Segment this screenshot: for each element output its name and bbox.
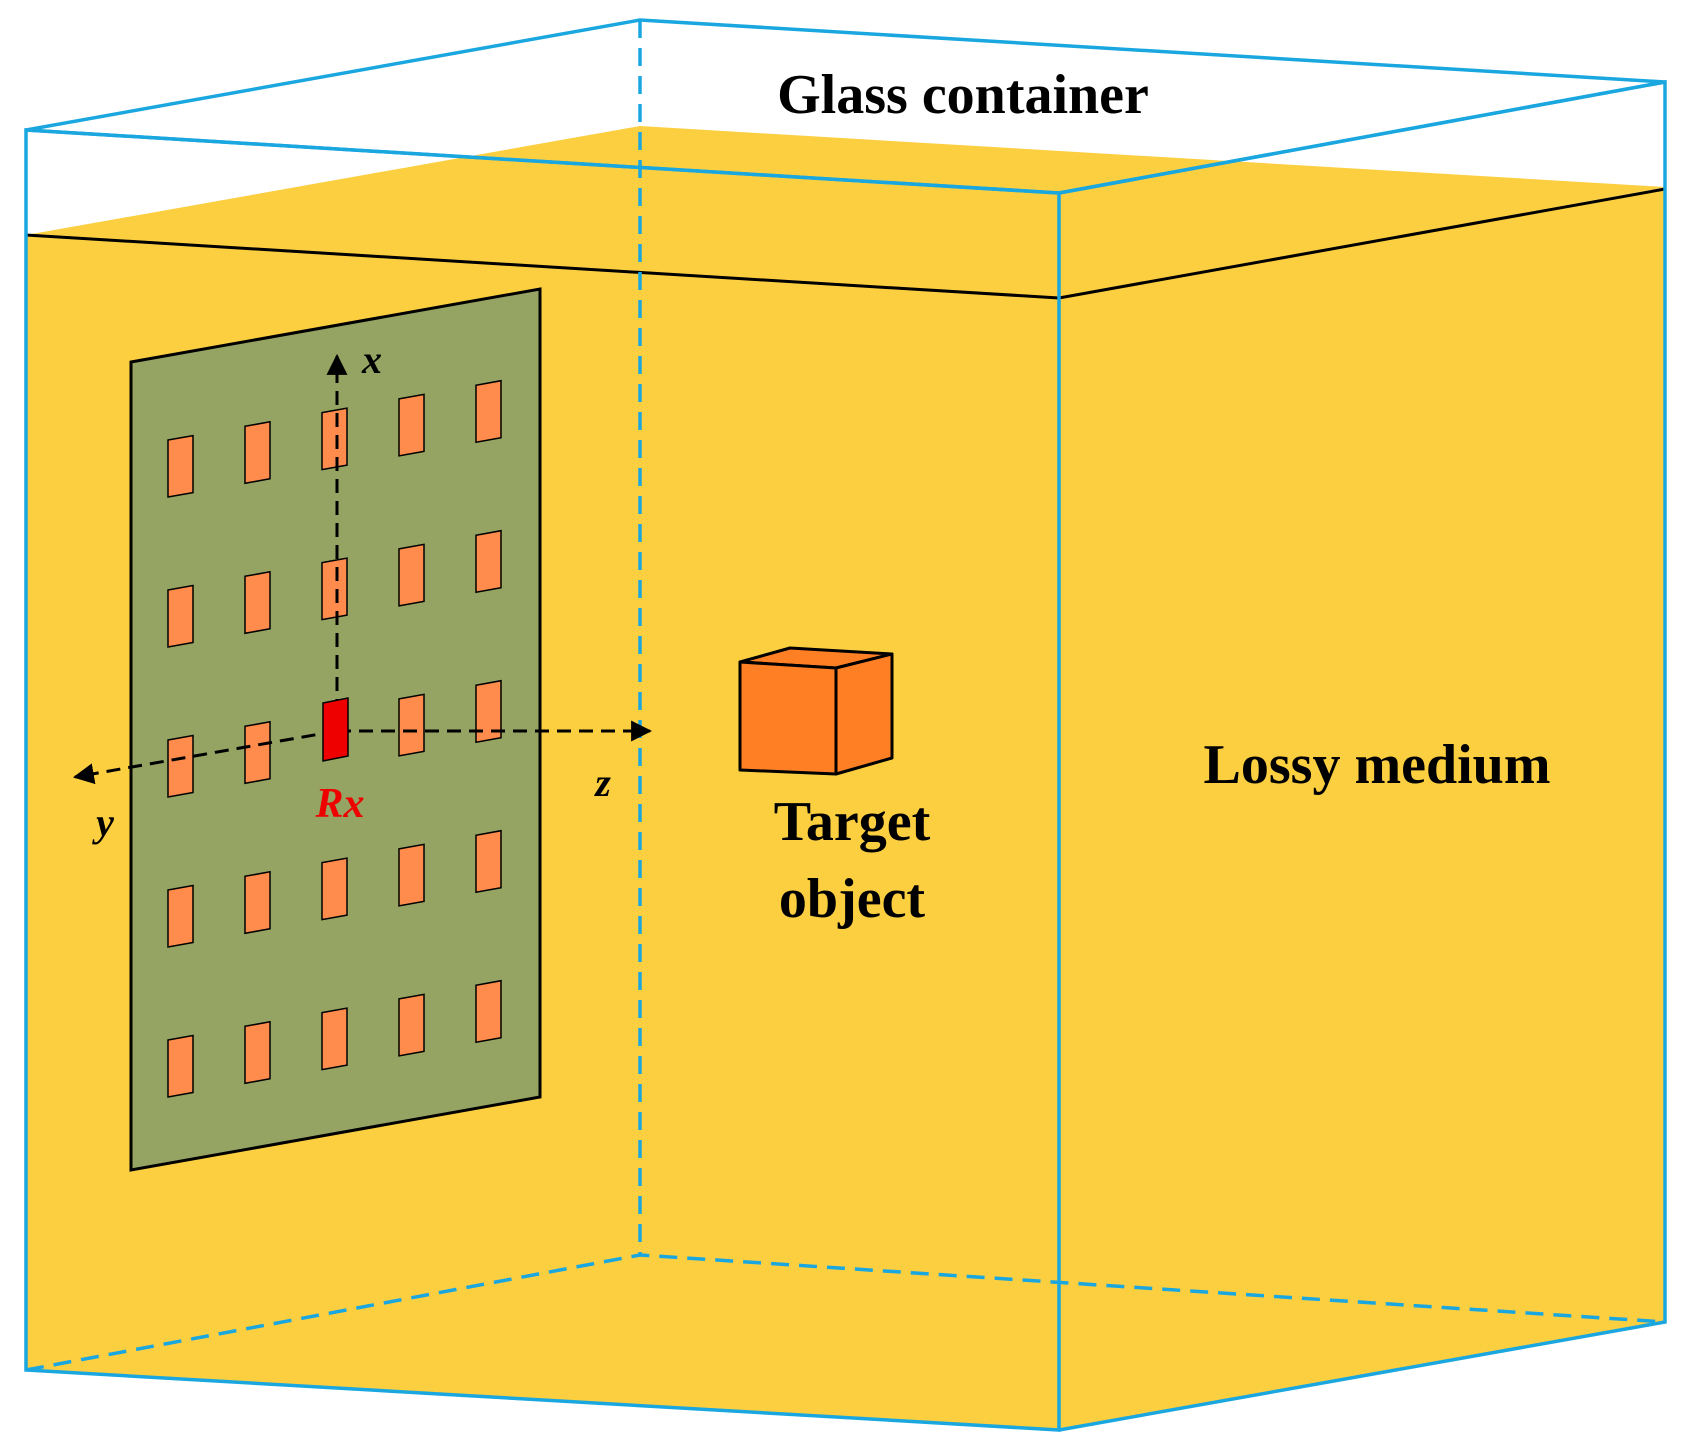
z-axis-label: z <box>593 760 611 805</box>
antenna-element <box>321 857 348 921</box>
cube-front <box>738 660 838 776</box>
antenna-element <box>244 420 271 485</box>
array-elements <box>167 379 502 1098</box>
antenna-element <box>475 529 502 594</box>
medium-right-face <box>1059 187 1665 1430</box>
antenna-element <box>475 679 502 744</box>
cube-side <box>834 652 894 776</box>
antenna-element <box>398 693 425 757</box>
container-back-bottom-edges <box>25 1253 1666 1372</box>
antenna-element <box>167 1034 194 1098</box>
target-object-label-line2: object <box>779 868 926 930</box>
antenna-element <box>475 379 502 444</box>
antenna-element <box>475 829 502 894</box>
target-object-cube <box>738 646 894 776</box>
antenna-element <box>244 1020 271 1085</box>
antenna-element <box>167 434 194 498</box>
antenna-element <box>398 393 425 457</box>
receiver-element <box>322 697 349 762</box>
target-object-label-line1: Target <box>774 791 931 853</box>
antenna-element <box>244 720 271 785</box>
antenna-element <box>321 407 348 471</box>
antenna-element <box>167 584 194 648</box>
y-axis <box>72 729 338 785</box>
antenna-element <box>167 734 194 798</box>
antenna-element <box>398 543 425 607</box>
y-axis-label: y <box>92 800 114 845</box>
antenna-element <box>167 884 194 948</box>
antenna-element <box>398 843 425 907</box>
glass-container <box>24 18 1667 1432</box>
medium-top-surface <box>26 126 1665 298</box>
antenna-element <box>475 979 502 1044</box>
lossy-medium-label: Lossy medium <box>1204 734 1551 796</box>
antenna-element <box>398 993 425 1057</box>
receiver-label: Rx <box>314 781 364 827</box>
antenna-element <box>244 570 271 635</box>
antenna-element <box>321 1007 348 1071</box>
antenna-element <box>321 557 348 621</box>
x-axis-label: x <box>361 337 382 382</box>
glass-container-label: Glass container <box>777 64 1149 126</box>
antenna-element <box>244 870 271 935</box>
coordinate-axes <box>72 353 653 785</box>
container-right-face <box>1058 79 1667 1432</box>
